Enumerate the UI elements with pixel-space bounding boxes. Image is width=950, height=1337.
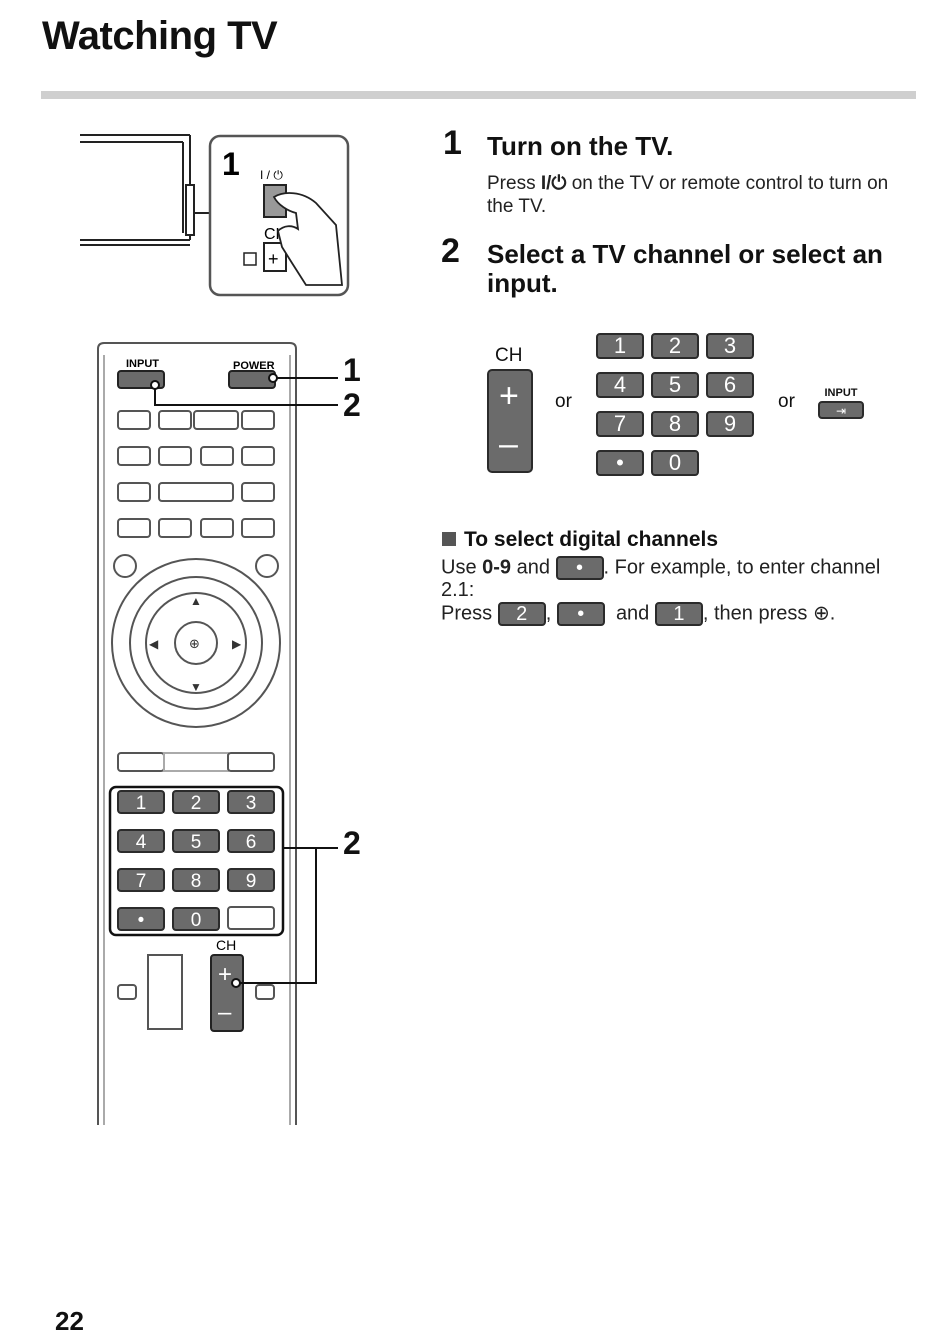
step-2-heading: Select a TV channel or select an input. bbox=[487, 239, 883, 298]
step-1-heading: Turn on the TV. bbox=[487, 131, 674, 161]
number-key-8: 8 bbox=[651, 411, 699, 437]
svg-text:◀: ◀ bbox=[149, 637, 159, 651]
number-key-2: 2 bbox=[651, 333, 699, 359]
remote-key-label: 1 bbox=[136, 793, 147, 814]
number-key-1: 1 bbox=[596, 333, 644, 359]
svg-text:⊕: ⊕ bbox=[189, 636, 200, 651]
or-text-1: or bbox=[555, 391, 572, 412]
remote-key-label: 8 bbox=[191, 871, 202, 892]
key-dot: • bbox=[556, 602, 605, 626]
digital-line-3: Press 2, • and 1, then press ⊕. bbox=[441, 602, 836, 626]
ch-label: CH bbox=[495, 345, 523, 366]
tv-illustration bbox=[80, 134, 210, 246]
svg-text:–: – bbox=[218, 999, 232, 1026]
remote-key-label: 9 bbox=[246, 871, 257, 892]
remote-power-label: POWER bbox=[233, 360, 275, 372]
key-1: 1 bbox=[654, 602, 703, 626]
remote-key-1 bbox=[117, 790, 165, 814]
key-2: 2 bbox=[497, 602, 546, 626]
number-key-dot: • bbox=[596, 450, 644, 476]
remote-key-8 bbox=[172, 868, 220, 892]
remote-key-4 bbox=[117, 829, 165, 853]
remote-key-0 bbox=[172, 907, 220, 931]
remote-keypad: 1 2 3 4 5 6 7 8 9 • 0 bbox=[117, 790, 275, 931]
remote-key-9 bbox=[227, 868, 275, 892]
svg-text:▲: ▲ bbox=[190, 594, 202, 608]
digital-line-2: 2.1: bbox=[441, 579, 475, 601]
svg-text:▼: ▼ bbox=[190, 680, 202, 694]
title-rule bbox=[41, 91, 916, 99]
hand-icon bbox=[272, 192, 343, 286]
remote-callout-2: 2 bbox=[343, 387, 361, 423]
remote-key-label: 4 bbox=[136, 832, 147, 853]
number-key-0: 0 bbox=[651, 450, 699, 476]
remote-button-rows bbox=[113, 410, 279, 578]
remote-keypad-outline bbox=[108, 785, 285, 937]
ch-rocker: + – bbox=[487, 369, 533, 473]
svg-text:+: + bbox=[218, 961, 232, 988]
remote-key-label: 7 bbox=[136, 871, 147, 892]
remote-input-label: INPUT bbox=[126, 358, 159, 370]
remote-power-button bbox=[228, 370, 276, 389]
remote-key-3 bbox=[227, 790, 275, 814]
step-1-body: Press I/⏻ on the TV or remote control to… bbox=[487, 173, 889, 217]
input-arrow-icon: ⇥ bbox=[818, 401, 864, 419]
remote-ch-rocker bbox=[210, 954, 244, 1032]
remote-key-label: 0 bbox=[191, 910, 202, 931]
remote-callout-2b: 2 bbox=[343, 825, 361, 861]
svg-text:+: + bbox=[268, 249, 279, 269]
remote-body bbox=[97, 342, 297, 1125]
step-1-number: 1 bbox=[443, 124, 462, 162]
remote-key-dot bbox=[117, 907, 165, 931]
remote-callout-1: 1 bbox=[343, 352, 361, 388]
input-button: INPUT ⇥ bbox=[817, 387, 865, 419]
or-text-2: or bbox=[778, 391, 795, 412]
remote-key-7 bbox=[117, 868, 165, 892]
number-key-9: 9 bbox=[706, 411, 754, 437]
remote-ch-label: CH bbox=[216, 937, 236, 953]
remote-illustration: 1 I / ⏻ CH + INPUT POWER ▲ ▼ ◀ ▶ bbox=[80, 134, 350, 1125]
tv-callout-number: 1 bbox=[222, 146, 240, 182]
digital-line-1: Use 0-9 and •. For example, to enter cha… bbox=[441, 556, 881, 580]
remote-key-label: 3 bbox=[246, 793, 257, 814]
enter-icon: ⊕ bbox=[812, 602, 830, 625]
remote-key-label: 2 bbox=[191, 793, 202, 814]
page-number: 22 bbox=[55, 1306, 84, 1336]
number-key-7: 7 bbox=[596, 411, 644, 437]
remote-key-2 bbox=[172, 790, 220, 814]
page-title: Watching TV bbox=[42, 14, 278, 58]
dot-key: • bbox=[555, 556, 604, 580]
step-2-number: 2 bbox=[441, 232, 460, 270]
number-key-5: 5 bbox=[651, 372, 699, 398]
home-icon bbox=[243, 252, 257, 266]
number-key-4: 4 bbox=[596, 372, 644, 398]
number-key-3: 3 bbox=[706, 333, 754, 359]
remote-key-label: • bbox=[138, 910, 145, 931]
digital-heading: To select digital channels bbox=[442, 528, 718, 552]
remote-key-6 bbox=[227, 829, 275, 853]
tv-power-label: I / ⏻ bbox=[260, 168, 283, 182]
svg-text:▶: ▶ bbox=[232, 637, 242, 651]
remote-dpad: ▲ ▼ ◀ ▶ ⊕ bbox=[111, 558, 281, 728]
number-key-6: 6 bbox=[706, 372, 754, 398]
remote-key-5 bbox=[172, 829, 220, 853]
power-symbol: I/⏻ bbox=[540, 173, 567, 194]
remote-key-label: 6 bbox=[246, 832, 257, 853]
remote-key-label: 5 bbox=[191, 832, 202, 853]
